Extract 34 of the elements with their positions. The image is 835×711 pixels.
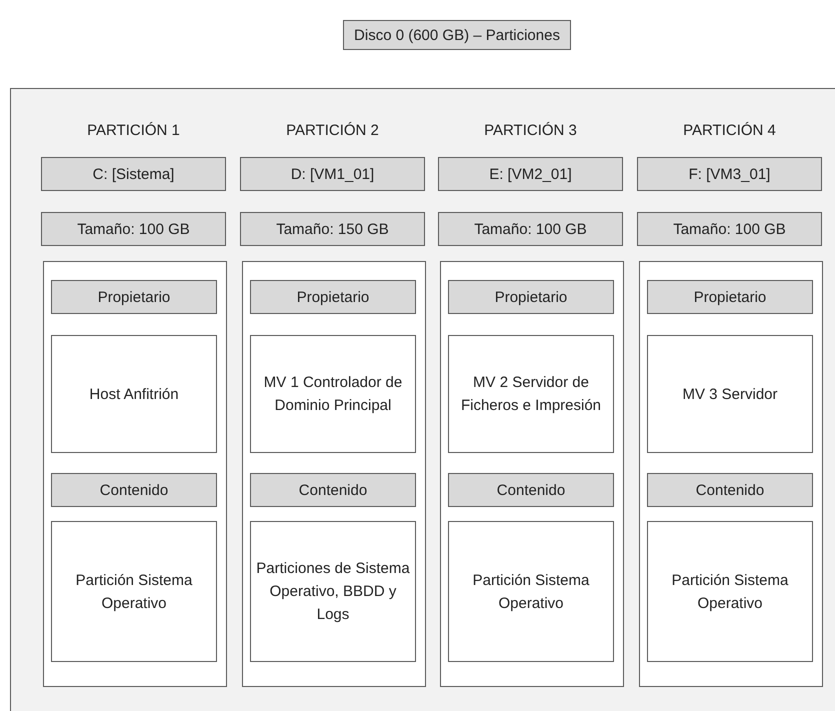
text-box: MV 1 Controlador de Dominio Principal [250,335,416,453]
text-box: Particiones de Sistema Operativo, BBDD y Logs [250,521,416,662]
drive-box: F: [VM3_01] [637,157,822,191]
column-box [639,261,823,687]
text-box: Partición Sistema Operativo [647,521,813,662]
label-box: Propietario [647,280,813,314]
label-box: Contenido [448,473,614,507]
size-box: Tamaño: 150 GB [240,212,425,246]
label-box: Contenido [250,473,416,507]
drive-box: D: [VM1_01] [240,157,425,191]
partition-heading: PARTICIÓN 1 [86,121,181,141]
text-box: Partición Sistema Operativo [51,521,217,662]
column-box [43,261,227,687]
label-box: Propietario [51,280,217,314]
label-box: Contenido [51,473,217,507]
text-box: Partición Sistema Operativo [448,521,614,662]
label-box: Propietario [250,280,416,314]
partition-heading: PARTICIÓN 4 [682,121,777,141]
column-box [242,261,426,687]
label-box: Contenido [647,473,813,507]
panel [10,88,835,711]
drive-box: C: [Sistema] [41,157,226,191]
drive-box: E: [VM2_01] [438,157,623,191]
text-box: MV 2 Servidor de Ficheros e Impresión [448,335,614,453]
title-box: Disco 0 (600 GB) – Particiones [343,20,571,50]
size-box: Tamaño: 100 GB [438,212,623,246]
text-box: MV 3 Servidor [647,335,813,453]
size-box: Tamaño: 100 GB [637,212,822,246]
text-box: Host Anfitrión [51,335,217,453]
label-box: Propietario [448,280,614,314]
size-box: Tamaño: 100 GB [41,212,226,246]
partition-heading: PARTICIÓN 3 [483,121,578,141]
partition-heading: PARTICIÓN 2 [285,121,380,141]
column-box [440,261,624,687]
